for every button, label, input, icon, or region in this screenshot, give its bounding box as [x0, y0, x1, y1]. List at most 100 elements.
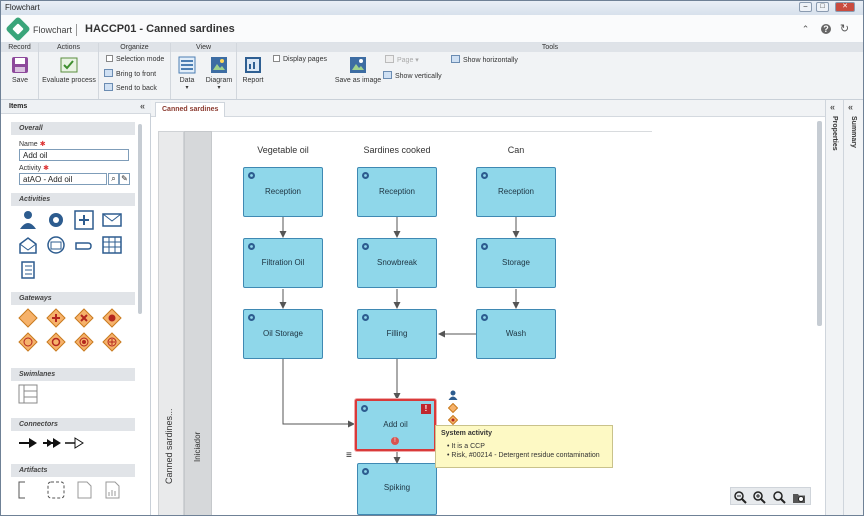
add-event-gateway-icon[interactable] — [448, 415, 458, 425]
show-horizontally-icon — [451, 55, 460, 63]
header-divider — [76, 24, 77, 36]
zoom-in-icon[interactable] — [752, 490, 766, 504]
gear-icon — [361, 405, 368, 412]
zoom-folder-icon[interactable] — [792, 490, 806, 504]
data-store-icon[interactable] — [102, 480, 122, 500]
node-label: Snowbreak — [376, 258, 418, 267]
association-icon[interactable] — [64, 433, 84, 453]
tab-canned-sardines[interactable]: Canned sardines — [155, 102, 226, 117]
group-icon[interactable] — [46, 480, 66, 500]
canvas-scrollbar[interactable] — [817, 121, 822, 326]
node-oil-storage[interactable]: Oil Storage — [243, 309, 323, 359]
selection-mode-checkbox[interactable]: Selection mode — [106, 55, 164, 63]
exclusive-gateway-icon[interactable] — [74, 308, 94, 328]
node-label: Filling — [386, 329, 408, 338]
close-button[interactable]: ✕ — [835, 2, 855, 12]
node-snowbreak[interactable]: Snowbreak — [357, 238, 437, 288]
error-badge-icon[interactable]: ! — [421, 404, 431, 414]
node-filling[interactable]: Filling — [357, 309, 437, 359]
sequence-flow-icon[interactable] — [18, 433, 38, 453]
parallel-event-gateway-icon[interactable] — [74, 332, 94, 352]
collapse-properties-icon[interactable]: « — [830, 102, 836, 112]
node-add-oil[interactable]: ! Add oil ! — [355, 399, 436, 451]
data-label: Data — [179, 77, 195, 84]
manual-activity-icon[interactable] — [74, 235, 94, 255]
table-activity-icon[interactable] — [102, 235, 122, 255]
evaluate-process-button[interactable]: Evaluate process — [41, 56, 97, 84]
swimlane-icon[interactable] — [18, 384, 38, 404]
activity-field[interactable] — [19, 173, 107, 185]
summary-label: Summary — [850, 116, 857, 148]
exclusive-event-gateway-icon[interactable] — [102, 332, 122, 352]
complex-gateway-icon[interactable] — [102, 308, 122, 328]
script-activity-icon[interactable] — [18, 260, 38, 280]
add-gateway-icon[interactable] — [448, 403, 458, 413]
inclusive-gateway-icon[interactable] — [46, 332, 66, 352]
show-vertically-button[interactable]: Show vertically — [383, 71, 442, 80]
zoom-out-icon[interactable] — [733, 490, 747, 504]
report-button[interactable]: Report — [240, 56, 266, 84]
add-activity-icon[interactable] — [74, 210, 94, 230]
document-icon[interactable] — [74, 480, 94, 500]
collapse-summary-icon[interactable]: « — [848, 102, 854, 112]
node-can-reception[interactable]: Reception — [476, 167, 556, 217]
ribbon-group-label: Tools — [237, 43, 863, 52]
message-event-icon[interactable] — [46, 235, 66, 255]
pool-header[interactable]: Canned sardines... — [158, 131, 184, 515]
save-as-image-label: Save as image — [334, 77, 382, 84]
gateway-icon[interactable] — [18, 308, 38, 328]
lane-header[interactable]: Iniciador — [184, 131, 212, 515]
diagram-button[interactable]: Diagram ▾ — [204, 56, 234, 91]
help-icon[interactable]: ? — [821, 24, 831, 34]
annotation-icon[interactable] — [16, 480, 36, 500]
properties-panel[interactable]: « Properties — [825, 100, 843, 515]
minimize-button[interactable]: – — [799, 2, 812, 12]
ribbon-group-tools: Tools Report Display pages Save as image… — [237, 43, 863, 99]
node-can-storage[interactable]: Storage — [476, 238, 556, 288]
gear-icon — [362, 243, 369, 250]
node-vegetable-oil-reception[interactable]: Reception — [243, 167, 323, 217]
collapse-icon[interactable]: ⌃ — [801, 24, 810, 34]
ribbon-group-label: Actions — [39, 43, 98, 52]
items-panel-scrollbar[interactable] — [138, 124, 142, 314]
display-pages-checkbox[interactable]: Display pages — [273, 55, 327, 63]
collapse-panel-icon[interactable]: « — [139, 101, 145, 111]
parallel-gateway-icon[interactable] — [46, 308, 66, 328]
risk-badge-icon[interactable]: ! — [391, 437, 399, 445]
search-icon[interactable]: ⌕ — [108, 173, 119, 185]
event-gateway-icon[interactable] — [18, 332, 38, 352]
send-to-back-icon — [104, 83, 113, 91]
node-filtration-oil[interactable]: Filtration Oil — [243, 238, 323, 288]
receive-message-icon[interactable] — [18, 235, 38, 255]
assign-user-icon[interactable] — [448, 390, 458, 400]
bring-to-front-button[interactable]: Bring to front — [104, 69, 156, 78]
zoom-fit-icon[interactable] — [772, 490, 786, 504]
send-to-back-button[interactable]: Send to back — [104, 83, 157, 92]
show-horizontally-button[interactable]: Show horizontally — [451, 55, 518, 64]
chevron-down-icon: ▾ — [217, 85, 221, 91]
maximize-button[interactable]: □ — [816, 2, 829, 12]
node-sardines-reception[interactable]: Reception — [357, 167, 437, 217]
zoom-toolbar — [730, 487, 811, 505]
user-activity-icon[interactable] — [18, 210, 38, 230]
name-field[interactable] — [19, 149, 129, 161]
menu-icon[interactable]: ≡ — [346, 450, 352, 461]
send-message-icon[interactable] — [102, 210, 122, 230]
node-wash[interactable]: Wash — [476, 309, 556, 359]
data-button[interactable]: Data ▾ — [176, 56, 198, 91]
gear-icon — [481, 243, 488, 250]
gear-icon — [481, 314, 488, 321]
save-button[interactable]: Save — [6, 56, 34, 84]
refresh-icon[interactable]: ↻ — [839, 23, 850, 35]
save-as-image-button[interactable]: Save as image — [333, 56, 383, 84]
required-icon: ✱ — [39, 141, 46, 148]
node-spiking[interactable]: Spiking — [357, 463, 437, 515]
system-activity-icon[interactable] — [46, 210, 66, 230]
clear-icon[interactable]: ✎ — [119, 173, 130, 185]
gear-icon — [362, 172, 369, 179]
lane-divider — [212, 131, 652, 132]
summary-panel[interactable]: « Summary — [843, 100, 863, 515]
gear-icon — [362, 314, 369, 321]
required-icon: ✱ — [43, 165, 50, 172]
message-flow-icon[interactable] — [42, 433, 62, 453]
